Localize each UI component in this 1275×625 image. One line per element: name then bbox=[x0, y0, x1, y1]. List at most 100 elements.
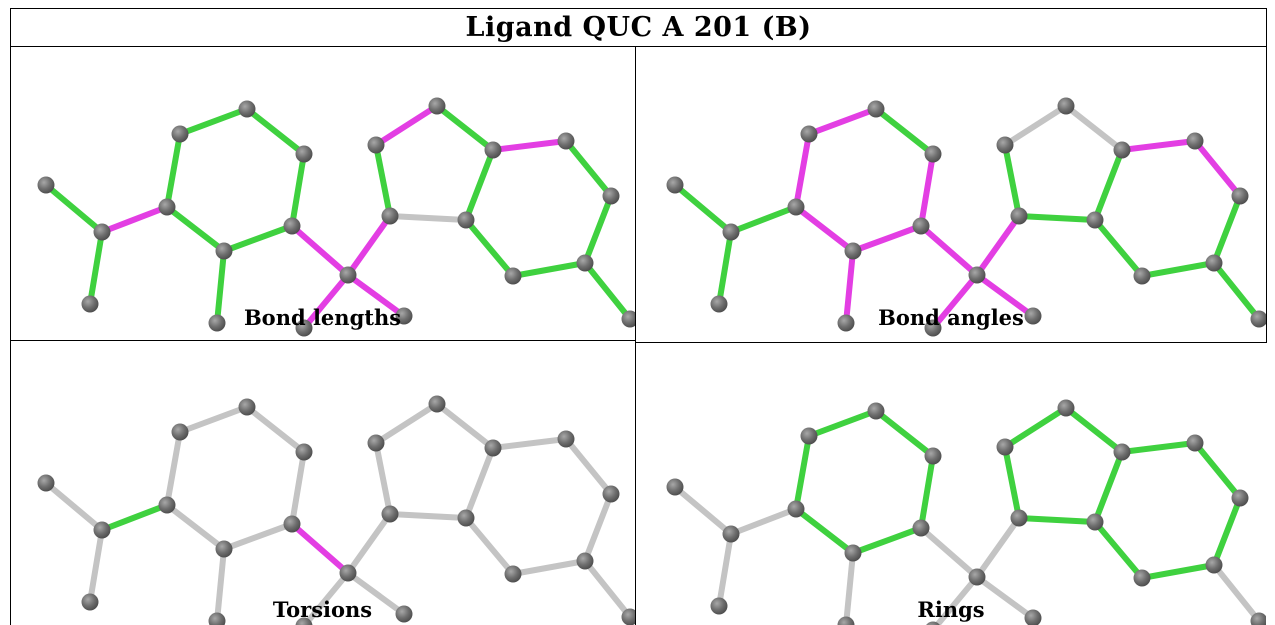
atom bbox=[339, 564, 357, 582]
atom bbox=[238, 398, 256, 416]
atom bbox=[93, 223, 111, 241]
bond-grey bbox=[563, 436, 614, 497]
bond-magenta bbox=[490, 138, 569, 153]
bond-grey bbox=[301, 570, 351, 625]
atom bbox=[926, 621, 940, 625]
right-border bbox=[1266, 8, 1267, 343]
bond-magenta bbox=[930, 272, 980, 331]
bond-magenta bbox=[793, 131, 812, 210]
bond-green bbox=[1092, 217, 1145, 279]
bond-green bbox=[1092, 449, 1125, 525]
bond-green bbox=[1092, 519, 1145, 581]
bond-green bbox=[1211, 495, 1243, 568]
column-divider bbox=[635, 46, 636, 625]
atom bbox=[1057, 399, 1075, 417]
atom bbox=[844, 242, 862, 260]
atom bbox=[996, 136, 1014, 154]
atom bbox=[996, 438, 1014, 456]
bond-grey bbox=[490, 436, 569, 451]
bond-grey bbox=[974, 515, 1022, 580]
atom bbox=[484, 439, 502, 457]
atom bbox=[283, 217, 301, 235]
atom bbox=[557, 430, 575, 448]
bond-green bbox=[1092, 147, 1125, 223]
bond-green bbox=[510, 260, 588, 279]
bond-green bbox=[1211, 260, 1262, 322]
atom bbox=[1086, 513, 1104, 531]
atom bbox=[710, 597, 728, 615]
atom bbox=[924, 145, 942, 163]
bond-grey bbox=[373, 440, 393, 517]
atom bbox=[428, 395, 446, 413]
atom bbox=[710, 295, 728, 313]
bond-green bbox=[463, 147, 496, 223]
molecule-rings bbox=[666, 399, 1266, 625]
atom bbox=[81, 593, 99, 611]
bond-green bbox=[563, 138, 614, 199]
bond-grey bbox=[434, 401, 496, 451]
bond-green bbox=[244, 106, 307, 157]
bond-green bbox=[1016, 213, 1098, 223]
title-divider bbox=[10, 46, 1267, 47]
bond-grey bbox=[1063, 103, 1125, 153]
atom bbox=[504, 565, 522, 583]
molecule-bond-lengths bbox=[37, 97, 635, 337]
bond-grey bbox=[463, 445, 496, 521]
bond-grey bbox=[214, 546, 227, 624]
bond-grey bbox=[387, 511, 469, 521]
atom bbox=[1250, 310, 1266, 328]
atom bbox=[968, 568, 986, 586]
atom bbox=[1057, 97, 1075, 115]
row-divider-right bbox=[636, 342, 1267, 343]
panel-bond-lengths: Bond lengths bbox=[10, 47, 635, 340]
bond-magenta bbox=[345, 213, 393, 278]
atom bbox=[339, 266, 357, 284]
atom bbox=[484, 141, 502, 159]
bond-grey bbox=[1002, 103, 1069, 148]
atom bbox=[158, 496, 176, 514]
bond-grey bbox=[843, 550, 856, 625]
atom bbox=[867, 100, 885, 118]
atom bbox=[295, 145, 313, 163]
molecule-bond-angles bbox=[666, 97, 1266, 337]
bond-green bbox=[716, 229, 734, 307]
atom bbox=[1010, 509, 1028, 527]
bond-magenta bbox=[289, 223, 351, 278]
bond-green bbox=[1139, 260, 1217, 279]
atom bbox=[602, 485, 620, 503]
bond-magenta bbox=[918, 223, 980, 278]
bond-green bbox=[1016, 515, 1098, 525]
atom bbox=[457, 211, 475, 229]
atom bbox=[1186, 132, 1204, 150]
bond-green bbox=[289, 151, 307, 229]
atom bbox=[1133, 569, 1151, 587]
atom bbox=[924, 319, 942, 337]
atom bbox=[295, 319, 313, 337]
bond-green bbox=[728, 204, 799, 235]
bond-magenta bbox=[850, 223, 924, 254]
table-title: Ligand QUC A 201 (B) bbox=[465, 11, 812, 43]
panel-rings: Rings bbox=[636, 343, 1266, 625]
atom bbox=[367, 434, 385, 452]
atom bbox=[837, 616, 855, 625]
bond-grey bbox=[672, 484, 734, 537]
bond-grey bbox=[87, 527, 105, 605]
atom bbox=[381, 505, 399, 523]
bond-grey bbox=[164, 502, 227, 552]
bond-green bbox=[221, 223, 295, 254]
bond-magenta bbox=[1192, 138, 1243, 199]
atom bbox=[621, 310, 635, 328]
atom bbox=[1133, 267, 1151, 285]
atom bbox=[787, 500, 805, 518]
bond-green bbox=[434, 103, 496, 153]
bond-magenta bbox=[373, 103, 440, 148]
atom bbox=[395, 605, 413, 623]
bond-magenta bbox=[345, 272, 407, 319]
bond-grey bbox=[974, 574, 1036, 621]
atom bbox=[295, 617, 313, 625]
atom bbox=[208, 612, 226, 625]
bond-green bbox=[1002, 405, 1069, 450]
atom bbox=[837, 314, 855, 332]
bond-grey bbox=[1211, 562, 1262, 624]
atom bbox=[295, 443, 313, 461]
